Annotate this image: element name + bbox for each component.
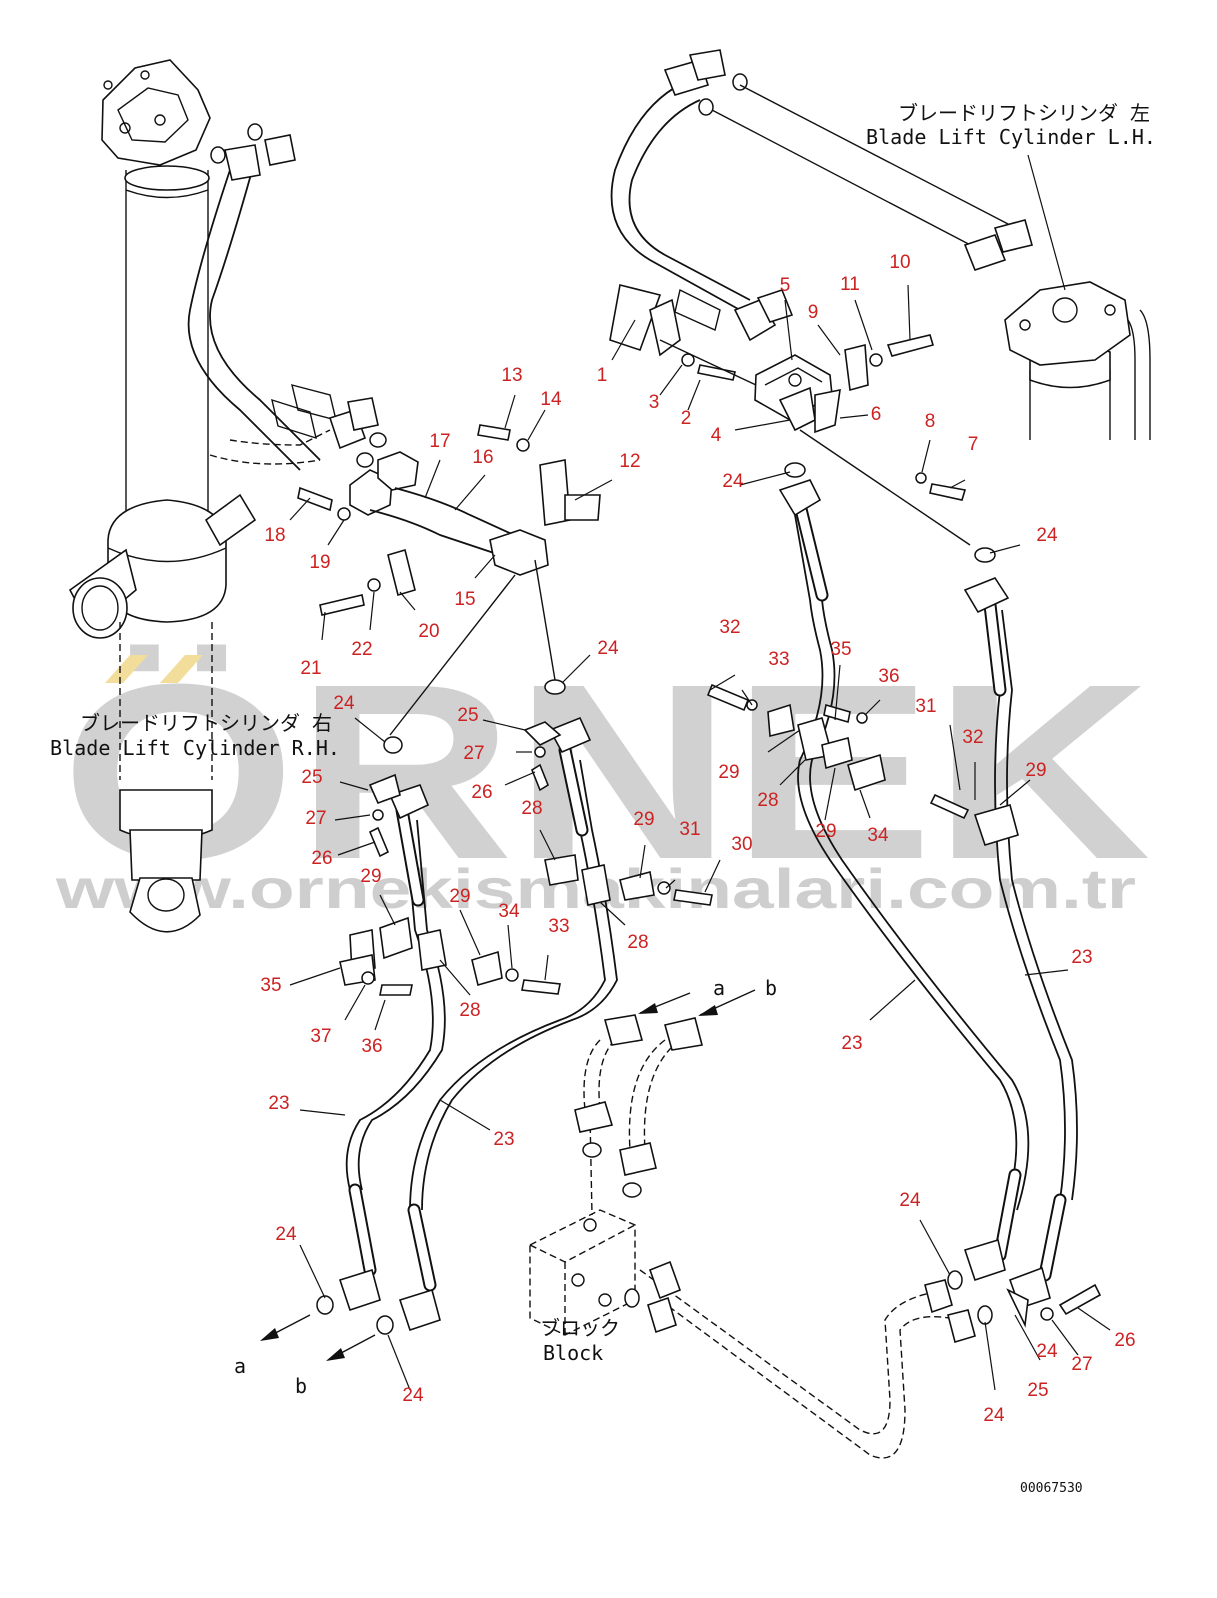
callout: 3 — [649, 392, 660, 413]
callout: 8 — [925, 411, 936, 432]
callout: 22 — [351, 639, 372, 660]
watermark-brand: ÖRNEK — [61, 632, 1151, 911]
callout: 24 — [275, 1224, 297, 1245]
callout: 28 — [459, 1000, 480, 1021]
callout: 24 — [597, 638, 619, 659]
callout: 1 — [597, 365, 608, 386]
arrow-a-upper: a — [713, 976, 725, 1000]
callout: 29 — [449, 886, 470, 907]
callout: 37 — [310, 1026, 331, 1047]
callout: 4 — [711, 425, 722, 446]
drawing-number: 00067530 — [1020, 1481, 1083, 1496]
callout: 14 — [540, 389, 562, 410]
callout: 25 — [1027, 1380, 1048, 1401]
callout: 34 — [867, 825, 889, 846]
callout: 24 — [983, 1405, 1005, 1426]
flow-arrows: a b a b — [234, 976, 777, 1398]
callout: 9 — [808, 302, 819, 323]
callout: 18 — [264, 525, 285, 546]
callout: 6 — [871, 404, 882, 425]
callout: 20 — [418, 621, 439, 642]
middle-bracket-assembly — [297, 424, 601, 754]
callout-numbers: 1 2 3 4 5 6 7 8 9 10 11 12 13 14 15 16 1… — [260, 252, 1135, 1426]
lh-cylinder — [610, 49, 1151, 440]
callout: 29 — [1025, 760, 1046, 781]
callout: 25 — [457, 705, 478, 726]
callout: 29 — [815, 821, 836, 842]
callout: 33 — [548, 916, 569, 937]
callout: 16 — [472, 447, 493, 468]
block-label-jp: ブロック — [540, 1316, 620, 1340]
lh-label-en: Blade Lift Cylinder L.H. — [866, 125, 1156, 149]
callout: 32 — [962, 727, 983, 748]
callout: 25 — [301, 767, 322, 788]
hose-assemblies — [338, 479, 1102, 1332]
block-label-en: Block — [543, 1341, 603, 1365]
callout: 17 — [429, 431, 450, 452]
cylinder-labels: ブレードリフトシリンダ 左 Blade Lift Cylinder L.H. ブ… — [50, 101, 1156, 1496]
callout: 34 — [498, 901, 520, 922]
callout: 36 — [361, 1036, 382, 1057]
callout: 24 — [899, 1190, 921, 1211]
callout: 29 — [718, 762, 739, 783]
callout: 7 — [968, 434, 979, 455]
rh-label-en: Blade Lift Cylinder R.H. — [50, 736, 340, 760]
callout: 26 — [1114, 1330, 1135, 1351]
callout: 23 — [493, 1129, 514, 1150]
callout: 28 — [627, 932, 648, 953]
block-assembly — [316, 1014, 993, 1459]
callout: 15 — [454, 589, 475, 610]
callout: 36 — [878, 666, 899, 687]
callout: 24 — [1036, 1341, 1058, 1362]
callout: 32 — [719, 617, 740, 638]
callout: 23 — [841, 1033, 862, 1054]
upper-manifold-assembly — [609, 284, 996, 563]
callout: 23 — [268, 1093, 289, 1114]
callout: 2 — [681, 408, 692, 429]
callout: 11 — [840, 274, 860, 295]
callout: 24 — [1036, 525, 1058, 546]
callout: 24 — [722, 471, 744, 492]
callout: 31 — [679, 819, 700, 840]
callout: 27 — [1071, 1354, 1092, 1375]
callout: 21 — [300, 658, 321, 679]
callout: 27 — [305, 808, 326, 829]
arrow-a-lower: a — [234, 1354, 246, 1378]
callout: 12 — [619, 451, 640, 472]
callout: 19 — [309, 552, 330, 573]
arrow-b-lower: b — [295, 1374, 307, 1398]
callout: 29 — [633, 809, 654, 830]
callout: 35 — [260, 975, 281, 996]
callout: 5 — [780, 275, 791, 296]
callout: 35 — [830, 639, 851, 660]
callout: 26 — [311, 848, 332, 869]
callout: 24 — [333, 693, 355, 714]
rh-cylinder — [68, 59, 387, 933]
arrow-b-upper: b — [765, 976, 777, 1000]
callout: 28 — [757, 790, 778, 811]
callout: 29 — [360, 866, 381, 887]
leader-lines — [289, 154, 1111, 1391]
clamp-parts — [339, 683, 1019, 996]
lh-label-jp: ブレードリフトシリンダ 左 — [898, 101, 1150, 125]
callout: 26 — [471, 782, 492, 803]
callout: 31 — [915, 696, 936, 717]
callout: 13 — [501, 365, 522, 386]
callout: 24 — [402, 1385, 424, 1406]
callout: 23 — [1071, 947, 1092, 968]
callout: 27 — [463, 743, 484, 764]
rh-label-jp: ブレードリフトシリンダ 右 — [80, 711, 332, 735]
callout: 28 — [521, 798, 542, 819]
callout: 30 — [731, 834, 752, 855]
watermark-logo-accent — [105, 655, 203, 683]
callout: 33 — [768, 649, 789, 670]
callout: 10 — [889, 252, 910, 273]
